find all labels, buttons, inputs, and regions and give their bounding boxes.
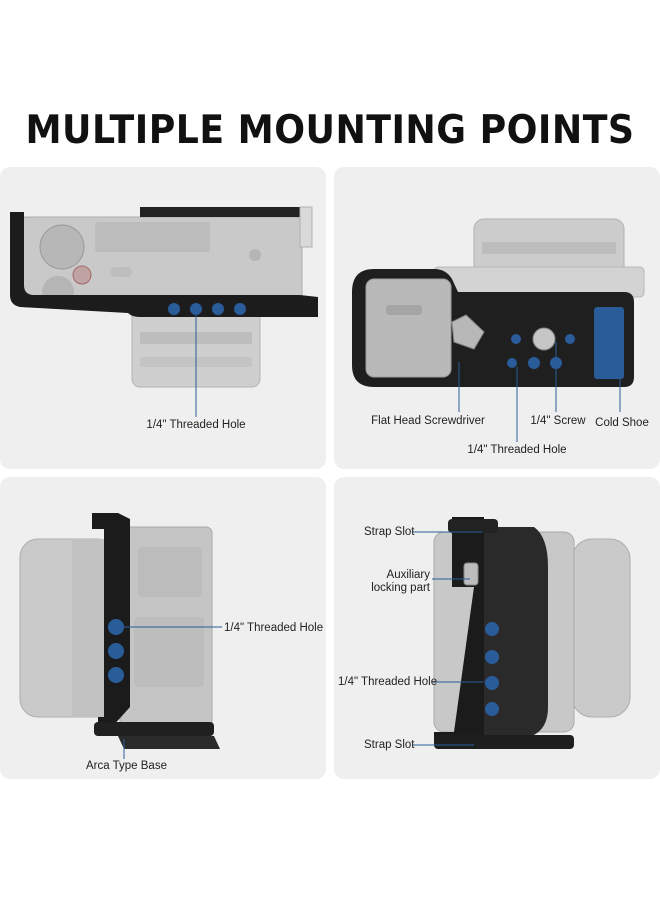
label-aux-line2: locking part: [371, 582, 430, 594]
panel-grip-view: Strap Slot Auxiliary locking part 1/4" T…: [334, 477, 660, 779]
label-cold-shoe: Cold Shoe: [595, 417, 649, 429]
label-threaded-hole: 1/4" Threaded Hole: [146, 419, 246, 431]
label-arca-type-base: Arca Type Base: [86, 760, 167, 772]
panel-side-view: 1/4" Threaded Hole Arca Type Base: [0, 477, 326, 779]
label-flat-head-screwdriver: Flat Head Screwdriver: [371, 415, 485, 427]
panel-top-view: 1/4" Threaded Hole: [0, 167, 326, 469]
camera-grip-view-illustration: [412, 517, 631, 749]
camera-side-view-illustration: [19, 513, 222, 759]
panel-bottom-view: Flat Head Screwdriver 1/4" Screw Cold Sh…: [334, 167, 660, 469]
camera-bottom-view-illustration: [352, 218, 645, 442]
label-aux-line1: Auxiliary: [386, 569, 430, 581]
label-auxiliary-locking-part: Auxiliary locking part: [364, 569, 430, 595]
page-title: MULTIPLE MOUNTING POINTS: [25, 108, 635, 153]
label-screw: 1/4" Screw: [530, 415, 586, 427]
label-threaded-hole: 1/4" Threaded Hole: [338, 676, 438, 688]
label-strap-slot-top: Strap Slot: [364, 526, 415, 538]
label-strap-slot-bottom: Strap Slot: [364, 739, 415, 751]
label-threaded-hole: 1/4" Threaded Hole: [224, 622, 324, 634]
label-threaded-hole: 1/4" Threaded Hole: [467, 444, 567, 456]
camera-top-view-illustration: [10, 206, 318, 417]
